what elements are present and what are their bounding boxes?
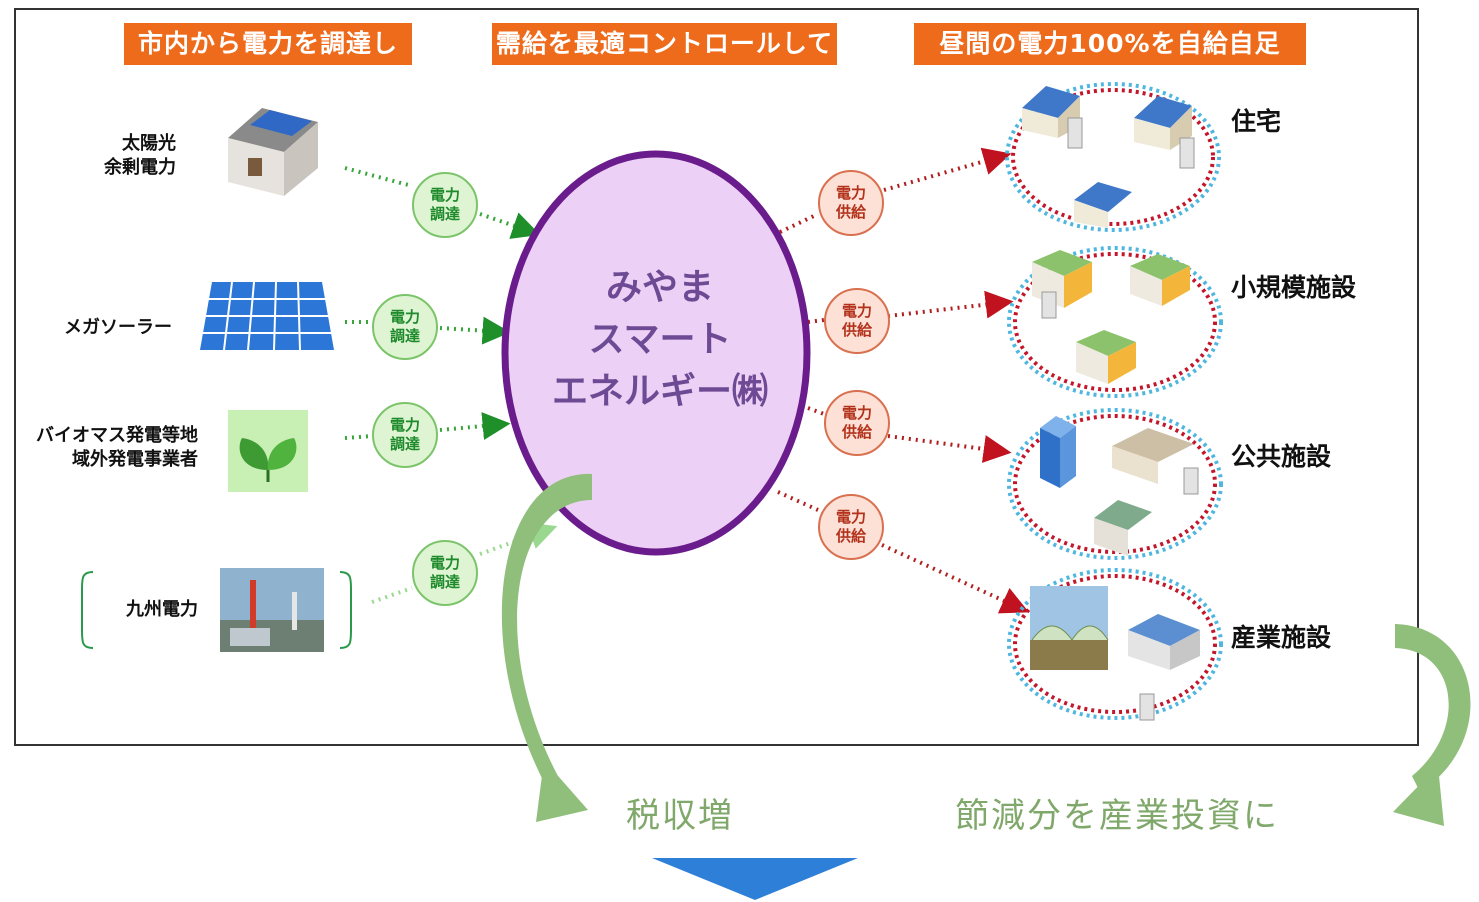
kyushu-bracket-right [339, 571, 352, 649]
procure-badge: 電力調達 [412, 172, 478, 238]
ring-housing [1005, 82, 1221, 232]
supply-badge: 電力供給 [824, 288, 890, 354]
source-label-biomass: バイオマス発電等地 域外発電事業者 [36, 425, 198, 470]
source-label-solar: 太陽光 余剰電力 [104, 133, 176, 178]
mega-solar-panel-icon [200, 281, 334, 351]
center-ellipse [501, 150, 811, 556]
procurement-arrows [344, 166, 541, 440]
shops-icon [1032, 250, 1190, 384]
industrial-facilities-icon [1030, 586, 1200, 721]
procure-badge: 電力調達 [372, 294, 438, 360]
header-procure: 市内から電力を調達し [124, 23, 412, 65]
destination-label-public-facility: 公共施設 [1231, 442, 1332, 471]
destination-label-small-facility: 小規模施設 [1231, 273, 1357, 302]
procure-badge: 電力調達 [412, 540, 478, 606]
source-label-mega-solar: メガソーラー [64, 317, 172, 338]
kyushu-bracket-left [81, 571, 94, 649]
public-buildings-icon [1040, 416, 1199, 556]
procure-badge: 電力調達 [372, 402, 438, 468]
kyushu-arrow [371, 522, 558, 604]
destination-rings [1005, 82, 1223, 720]
ring-public-facility [1007, 408, 1223, 560]
header-self-sufficient: 昼間の電力100%を自給自足 [914, 23, 1306, 65]
ring-industrial-facility [1007, 568, 1223, 720]
ring-small-facility [1007, 246, 1223, 398]
supply-badge: 電力供給 [824, 390, 890, 456]
source-label-kyushu: 九州電力 [126, 599, 198, 620]
curve-arrow-left [501, 473, 592, 822]
biomass-leaf-icon [228, 410, 308, 492]
tax-revenue-text: 税収増 [626, 796, 734, 836]
supply-arrows [777, 147, 1030, 614]
center-company-name: みやま スマート エネルギー㈱ [551, 267, 768, 412]
destination-label-housing: 住宅 [1231, 107, 1282, 136]
diagram-frame [14, 8, 1419, 746]
down-arrow-icon [652, 858, 858, 900]
supply-badge: 電力供給 [818, 494, 884, 560]
kyushu-power-plant-icon [220, 568, 324, 652]
supply-badge: 電力供給 [818, 170, 884, 236]
header-control: 需給を最適コントロールして [492, 23, 837, 65]
houses-icon [1022, 86, 1195, 228]
industrial-investment-text: 節減分を産業投資に [955, 796, 1279, 836]
curve-arrow-right [1393, 624, 1471, 826]
destination-label-industrial-facility: 産業施設 [1231, 623, 1332, 652]
house-solar-icon [228, 108, 318, 196]
